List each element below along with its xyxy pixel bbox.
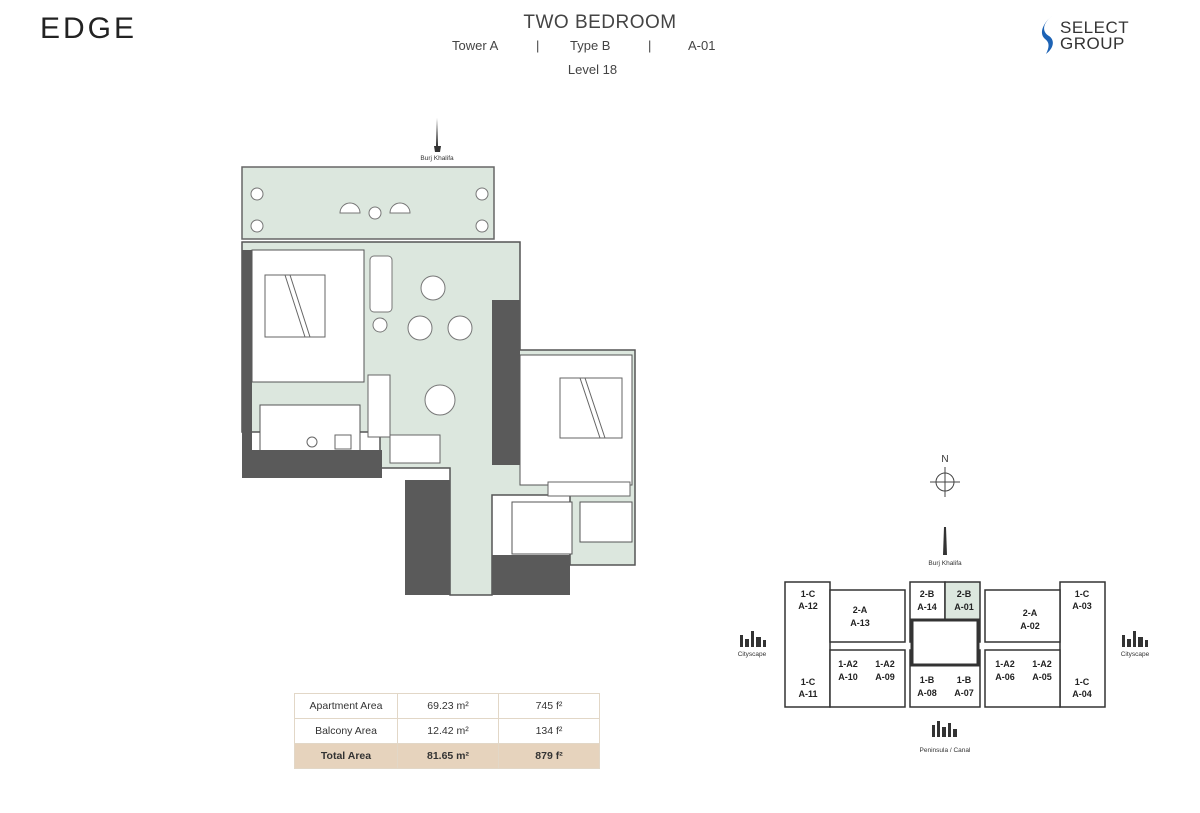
- unit-id: A-04: [1072, 689, 1092, 699]
- separator: |: [648, 38, 652, 53]
- burj-khalifa-icon: [434, 118, 441, 152]
- burj-khalifa-icon: [943, 527, 947, 555]
- unit-id: A-07: [954, 688, 974, 698]
- key-plan-bottom-label: Peninsula / Canal: [920, 747, 972, 754]
- developer-name-line2: GROUP: [1060, 34, 1125, 53]
- key-plan-right-label: Cityscape: [1121, 651, 1150, 658]
- unit-type: 1-A2: [1032, 659, 1052, 669]
- balcony: [241, 166, 495, 240]
- unit-type: 2-B: [920, 589, 935, 599]
- area-label: Apartment Area: [294, 693, 398, 719]
- unit-id: A-06: [995, 672, 1015, 682]
- level-label: Level 18: [567, 62, 618, 77]
- table-row: Apartment Area 69.23 m² 745 f²: [294, 693, 600, 719]
- floor-plan: Burj Khalifa: [241, 118, 636, 596]
- unit-type: 1-C: [1075, 677, 1090, 687]
- table-row: Balcony Area 12.42 m² 134 f²: [294, 718, 600, 744]
- area-sqft: 745 f²: [498, 693, 600, 719]
- tower-label: Tower A: [452, 38, 499, 53]
- unit-type: 2-B: [957, 589, 972, 599]
- unit-id: A-08: [917, 688, 937, 698]
- area-sqft: 879 f²: [498, 743, 600, 769]
- table-row-total: Total Area 81.65 m² 879 f²: [294, 743, 600, 769]
- unit-type: 1-B: [957, 675, 972, 685]
- unit-id: A-13: [850, 618, 870, 628]
- page-title: TWO BEDROOM: [523, 12, 677, 33]
- unit-id: A-02: [1020, 621, 1040, 631]
- unit-id: A-09: [875, 672, 895, 682]
- cityscape-icon: [740, 631, 766, 647]
- north-compass-icon: [930, 467, 960, 497]
- north-label: N: [941, 454, 948, 465]
- unit-id: A-11: [798, 689, 817, 699]
- cityscape-icon: [1122, 631, 1148, 647]
- unit-type: 2-A: [1023, 608, 1038, 618]
- unit-id: A-10: [838, 672, 858, 682]
- burj-label: Burj Khalifa: [420, 155, 454, 162]
- unit-type: 1-C: [801, 677, 816, 687]
- unit-id: A-03: [1072, 601, 1092, 611]
- developer-name-line1: SELECT: [1060, 18, 1130, 37]
- unit-type: 1-A2: [875, 659, 895, 669]
- unit-type: 1-A2: [995, 659, 1015, 669]
- unit-id: A-01: [954, 602, 974, 612]
- select-group-logo: SELECT GROUP: [1040, 14, 1150, 59]
- key-plan: N Burj Khalifa Cityscape Cityscape 1-C A…: [738, 454, 1150, 754]
- unit-type: 1-C: [1075, 589, 1090, 599]
- unit-id: A-14: [917, 602, 937, 612]
- unit-id: A-12: [798, 601, 818, 611]
- unit-id: A-05: [1032, 672, 1052, 682]
- area-label: Balcony Area: [294, 718, 398, 744]
- type-label: Type B: [570, 38, 611, 53]
- area-sqm: 12.42 m²: [397, 718, 499, 744]
- unit-type: 1-C: [801, 589, 816, 599]
- peninsula-canal-icon: [932, 721, 957, 737]
- area-sqm: 69.23 m²: [397, 693, 499, 719]
- unit-type: 1-A2: [838, 659, 858, 669]
- area-sqm: 81.65 m²: [397, 743, 499, 769]
- unit-type: 2-A: [853, 605, 868, 615]
- unit-type: 1-B: [920, 675, 935, 685]
- separator: |: [536, 38, 540, 53]
- unit-label: A-01: [688, 38, 716, 53]
- area-table: Apartment Area 69.23 m² 745 f² Balcony A…: [294, 693, 600, 769]
- select-group-emblem-icon: [1041, 16, 1053, 54]
- key-plan-top-label: Burj Khalifa: [928, 560, 962, 567]
- key-plan-left-label: Cityscape: [738, 651, 767, 658]
- area-label: Total Area: [294, 743, 398, 769]
- edge-logo: EDGE: [40, 12, 138, 45]
- area-sqft: 134 f²: [498, 718, 600, 744]
